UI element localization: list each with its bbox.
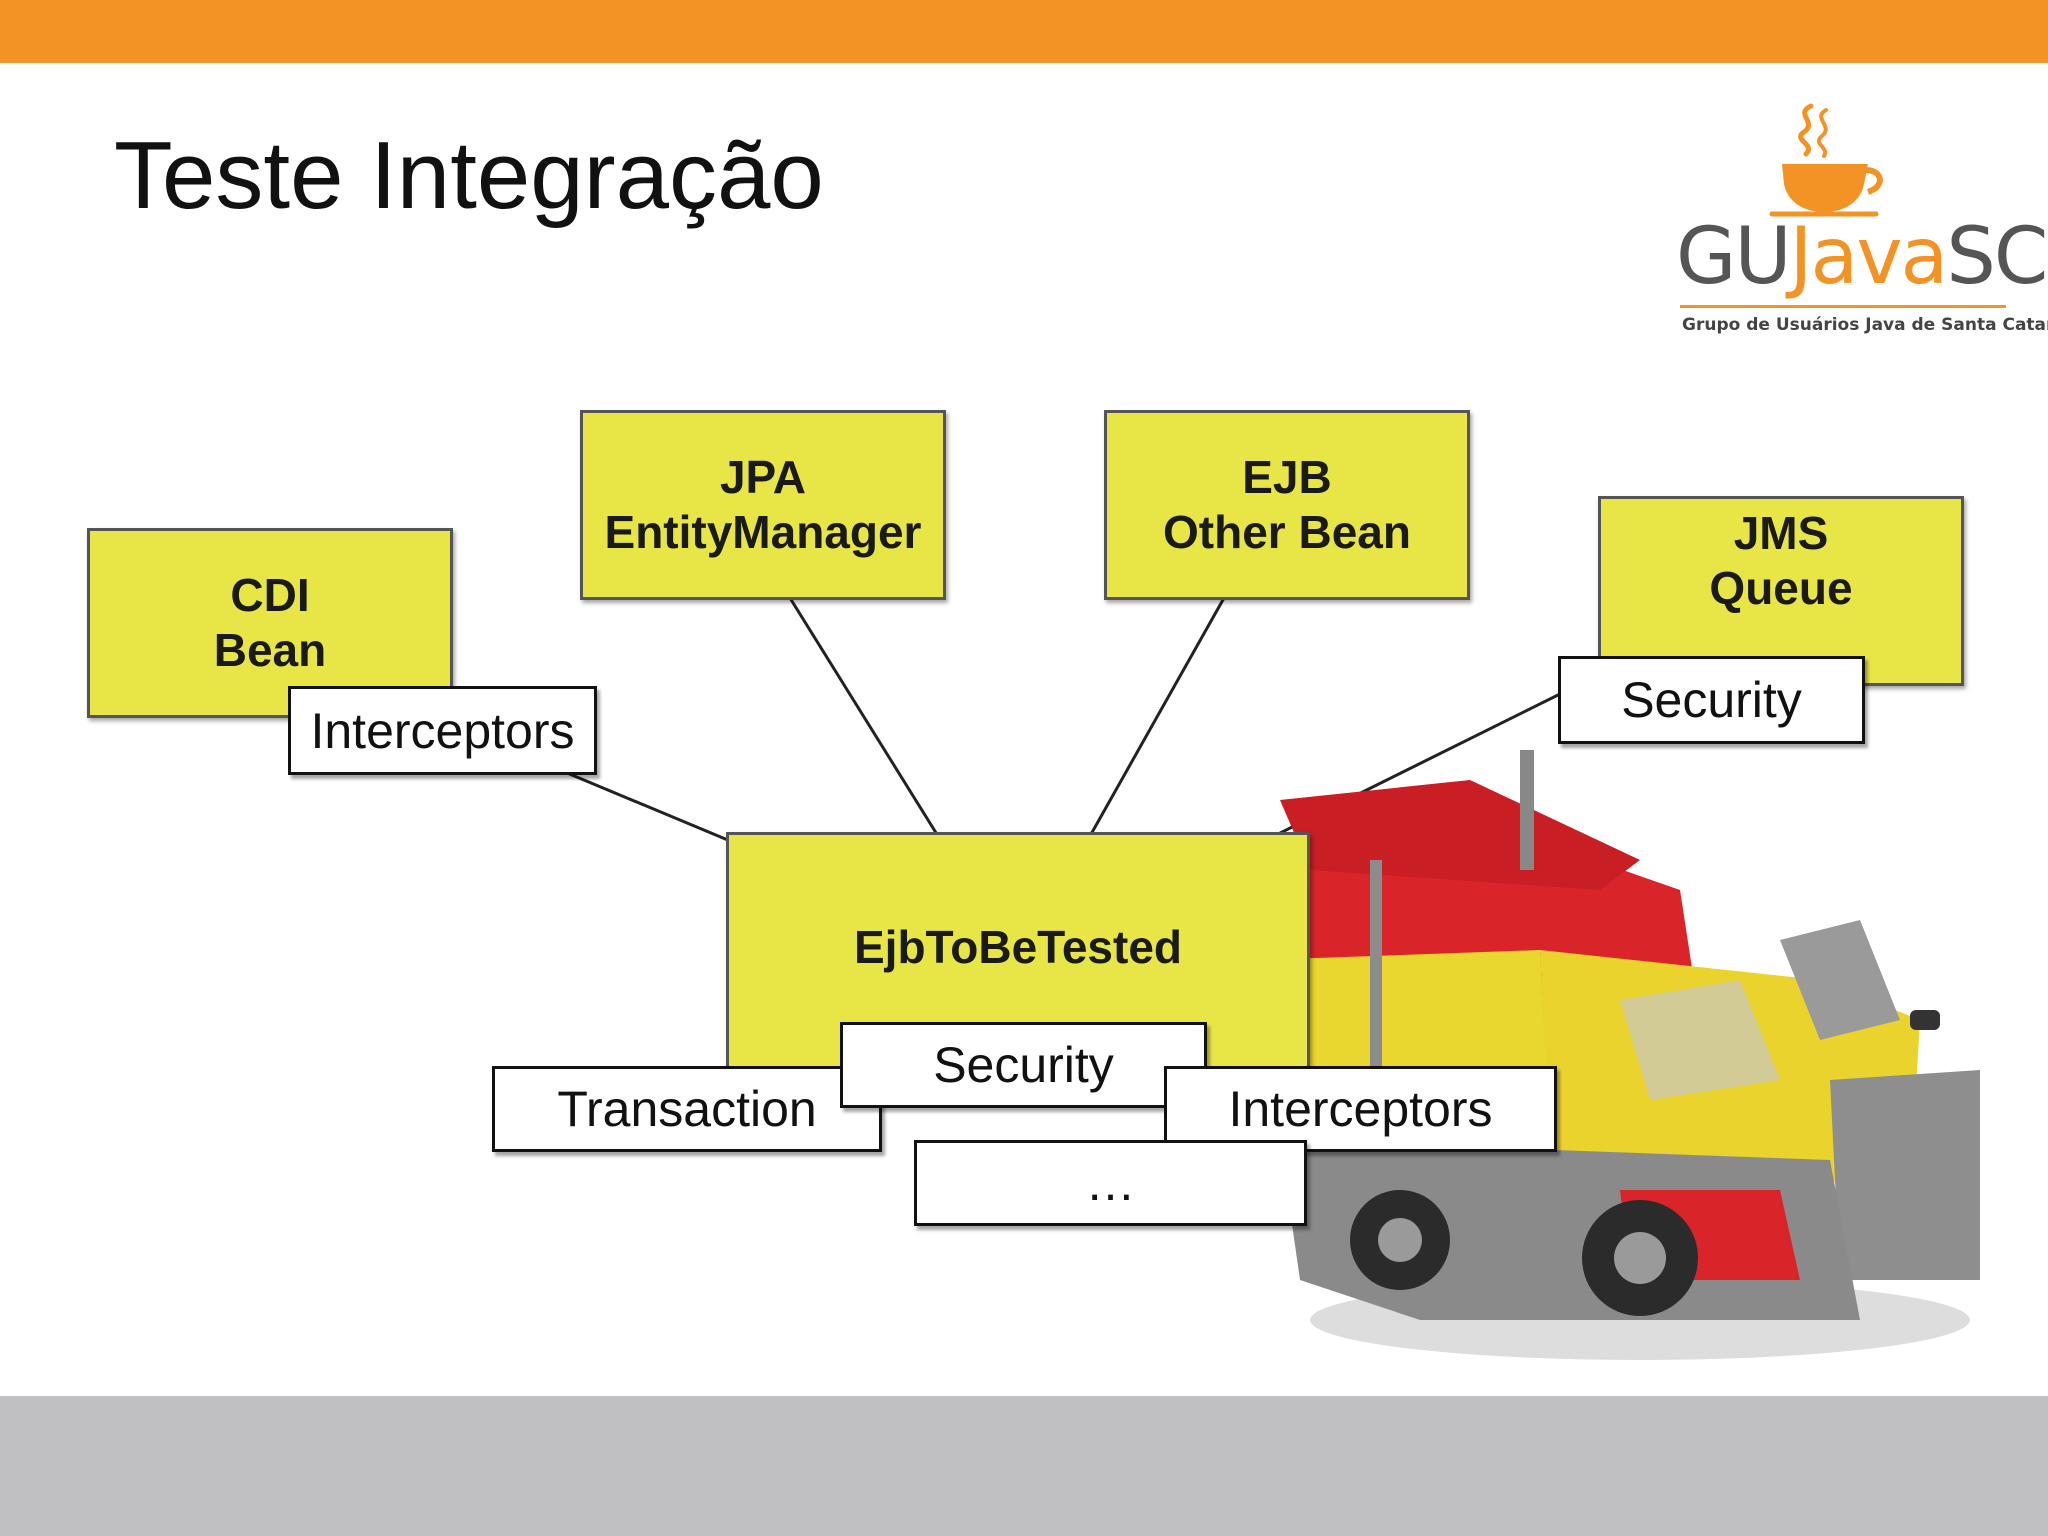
center-security-box: Security	[840, 1022, 1207, 1108]
jms-security-box: Security	[1558, 656, 1865, 744]
coffee-cup-icon	[1769, 103, 1883, 217]
transaction-box: Transaction	[492, 1066, 882, 1152]
top-accent-bar	[0, 0, 2048, 63]
center-interceptors-box: Interceptors	[1164, 1066, 1557, 1152]
jpa-entitymanager-box: JPA EntityManager	[580, 410, 946, 600]
connector-ejb	[1088, 597, 1226, 837]
ejb-label-line2: Other Bean	[1163, 506, 1411, 558]
connector-jpa	[788, 597, 940, 837]
logo-tagline: Grupo de Usuários Java de Santa Catarina	[1682, 315, 2048, 335]
bottom-footer-bar	[0, 1396, 2048, 1536]
slide-title: Teste Integração	[114, 122, 824, 229]
jpa-label-line1: JPA	[719, 450, 807, 503]
lego-truck-image	[1240, 750, 1980, 1360]
logo-divider	[1680, 305, 2006, 308]
more-services-box: …	[914, 1140, 1307, 1226]
ejb-label-line1: EJB	[1242, 450, 1332, 503]
connector-cdi	[559, 768, 736, 845]
jms-label-line1: JMS	[1733, 506, 1829, 559]
jms-queue-box: JMS Queue	[1598, 496, 1964, 686]
ejb-to-be-tested-label: EjbToBeTested	[854, 921, 1182, 974]
cdi-bean-label-line1: CDI	[230, 568, 310, 621]
jms-label-line2: Queue	[1709, 562, 1853, 614]
logo-wordmark: GUJavaSC	[1676, 212, 2048, 302]
cdi-interceptors-box: Interceptors	[288, 686, 597, 775]
ejb-other-bean-box: EJB Other Bean	[1104, 410, 1470, 600]
gujavasc-logo: GUJavaSC Grupo de Usuários Java de Santa…	[1676, 100, 2048, 345]
cdi-bean-label-line2: Bean	[213, 624, 327, 676]
jpa-label-line2: EntityManager	[604, 506, 922, 558]
